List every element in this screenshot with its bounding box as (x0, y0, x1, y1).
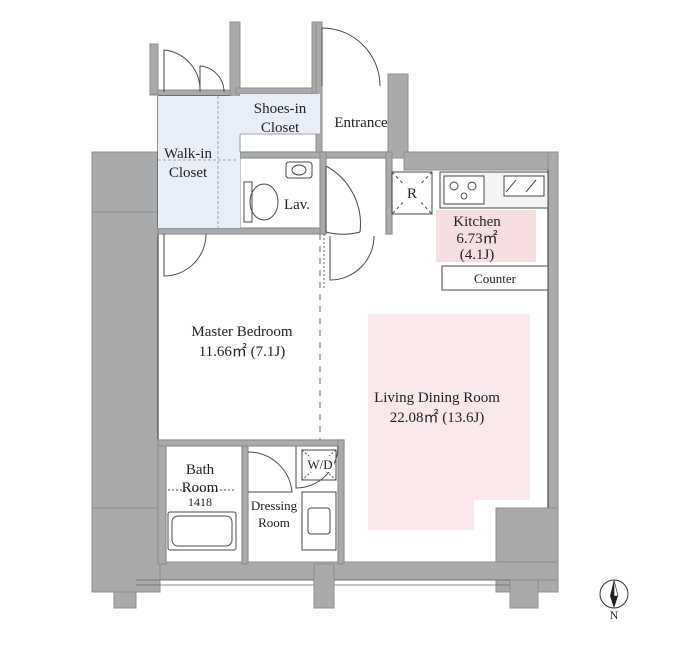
refrigerator-box (391, 171, 433, 215)
kitchen-counter-top (439, 171, 549, 291)
kitchen-label-2: 6.73㎡ (456, 230, 497, 247)
kitchen-label-3: (4.1J) (460, 247, 495, 263)
washer-dryer-label: W/D (307, 457, 332, 472)
kitchen-highlight (436, 210, 536, 262)
dressing-room-label-2: Room (258, 515, 290, 530)
lavatory-fixtures (243, 161, 313, 223)
refrigerator-label: R (407, 186, 417, 202)
dressing-fixtures (301, 449, 337, 551)
master-bedroom-label-1: Master Bedroom (191, 324, 293, 340)
living-dining-label-2: 22.08㎡ (13.6J) (390, 409, 485, 426)
balcony-windows (136, 579, 510, 586)
living-dining-label-1: Living Dining Room (374, 390, 500, 406)
refrigerator-label-bg (404, 183, 420, 203)
bath-room-label-1: Bath (186, 462, 215, 478)
dressing-room-label-1: Dressing (251, 498, 298, 513)
compass-north-icon: N (599, 579, 629, 622)
walk-in-closet-label-2: Closet (169, 165, 208, 181)
walk-in-closet-label-1: Walk-in (164, 146, 212, 162)
living-dining-highlight (368, 314, 530, 530)
bath-fixtures (167, 489, 237, 551)
master-bedroom-label-2: 11.66㎡ (7.1J) (199, 343, 286, 360)
closet-shelf-lines (158, 96, 320, 228)
shoes-in-closet-area (240, 94, 320, 134)
walk-in-closet-area (158, 96, 240, 228)
entrance-label: Entrance (334, 115, 388, 131)
counter-label: Counter (474, 271, 517, 286)
lavatory-label: Lav. (284, 197, 310, 213)
bath-room-label-2: Room (182, 480, 219, 496)
room-labels: Walk-in Closet Shoes-in Closet Entrance … (164, 101, 517, 530)
shoes-in-closet-label-2: Closet (261, 120, 300, 136)
compass-label: N (610, 608, 619, 622)
wd-label-bg (306, 456, 334, 472)
kitchen-label-1: Kitchen (453, 214, 501, 230)
bath-room-label-3: 1418 (188, 495, 212, 509)
door-swings (163, 27, 381, 493)
shoes-in-closet-label-1: Shoes-in (254, 101, 307, 117)
